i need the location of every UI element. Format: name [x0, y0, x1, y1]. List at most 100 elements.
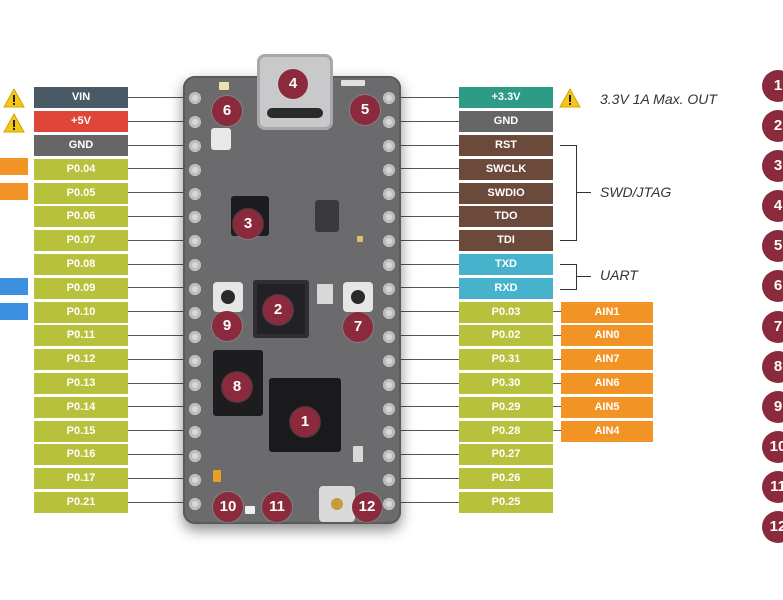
logo-mark	[211, 128, 231, 150]
pin-label-p0-21: P0.21	[34, 492, 128, 513]
pin-label-p0-26: P0.26	[459, 468, 553, 489]
pin-label-tdi: TDI	[459, 230, 553, 251]
leader-line	[128, 311, 190, 313]
leader-line	[394, 120, 459, 122]
pin-label-p0-29: P0.29	[459, 397, 553, 418]
status-led	[341, 80, 365, 86]
leader-line	[128, 477, 190, 479]
leader-line	[128, 192, 190, 194]
analog-leader-line	[553, 311, 561, 313]
legend-number-7: 7	[762, 311, 783, 343]
antenna-connector	[319, 486, 355, 522]
legend-number-5: 5	[762, 230, 783, 262]
reset-button[interactable]	[213, 282, 243, 312]
power-led	[219, 82, 229, 90]
leader-line	[394, 454, 459, 455]
warning-icon	[3, 87, 25, 108]
leader-line	[394, 311, 459, 313]
pin-label-rst: RST	[459, 135, 553, 156]
component-pad	[317, 284, 333, 304]
leader-line	[394, 144, 459, 146]
leader-line	[128, 406, 190, 408]
warning-icon	[559, 87, 581, 108]
leader-line	[128, 144, 190, 146]
board-marker-4: 4	[278, 69, 308, 99]
uart-note: UART	[600, 267, 638, 283]
leader-line	[128, 239, 190, 241]
swd-bracket-tick	[577, 192, 591, 193]
leader-line	[128, 263, 190, 265]
board-marker-5: 5	[350, 95, 380, 125]
board-marker-8: 8	[222, 372, 252, 402]
pin-label-p0-09: P0.09	[34, 278, 128, 299]
board-marker-9: 9	[212, 311, 242, 341]
legend-number-8: 8	[762, 351, 783, 383]
leader-line	[128, 335, 190, 336]
leader-line	[128, 97, 190, 98]
leader-line	[128, 358, 190, 360]
uart-bracket	[560, 264, 577, 290]
leader-line	[394, 168, 459, 170]
boot-button[interactable]	[343, 282, 373, 312]
pin-label-gnd: GND	[459, 111, 553, 132]
pin-label-p0-17: P0.17	[34, 468, 128, 489]
analog-leader-line	[553, 358, 561, 360]
analog-leader-line	[553, 406, 561, 408]
leader-line	[394, 192, 459, 194]
leader-line	[128, 168, 190, 170]
legend-number-12: 12	[762, 511, 783, 543]
leader-line	[394, 239, 459, 241]
pin-label-5v: +5V	[34, 111, 128, 132]
leader-line	[128, 382, 190, 384]
board	[183, 54, 401, 524]
pin-label-p0-31: P0.31	[459, 349, 553, 370]
board-marker-7: 7	[343, 312, 373, 342]
pin-label-p0-11: P0.11	[34, 325, 128, 346]
pin-label-gnd: GND	[34, 135, 128, 156]
leader-line	[394, 430, 459, 432]
pin-label-p0-30: P0.30	[459, 373, 553, 394]
legend-number-1: 1	[762, 70, 783, 102]
board-marker-3: 3	[233, 209, 263, 239]
leader-line	[394, 382, 459, 384]
leader-line	[394, 335, 459, 336]
pin-label-p0-06: P0.06	[34, 206, 128, 227]
edge-tab-blue	[0, 303, 28, 320]
regulator-chip	[315, 200, 339, 232]
legend-number-11: 11	[762, 471, 783, 503]
pin-label-tdo: TDO	[459, 206, 553, 227]
leader-line	[128, 454, 190, 455]
leader-line	[394, 477, 459, 479]
pin-label-p0-15: P0.15	[34, 421, 128, 442]
pin-label-p0-27: P0.27	[459, 444, 553, 465]
analog-label-ain4: AIN4	[561, 421, 653, 442]
board-marker-12: 12	[352, 492, 382, 522]
pin-label-3v3: +3.3V	[459, 87, 553, 108]
pin-label-swclk: SWCLK	[459, 159, 553, 180]
pin-label-rxd: RXD	[459, 278, 553, 299]
board-marker-11: 11	[262, 492, 292, 522]
board-marker-1: 1	[290, 407, 320, 437]
leader-line	[394, 263, 459, 265]
leader-line	[128, 287, 190, 289]
leader-line	[394, 358, 459, 360]
legend-number-3: 3	[762, 150, 783, 182]
pin-label-p0-14: P0.14	[34, 397, 128, 418]
leader-line	[128, 120, 190, 122]
component-dot	[357, 236, 363, 242]
component-pad	[245, 506, 255, 514]
leader-line	[394, 216, 459, 217]
analog-label-ain0: AIN0	[561, 325, 653, 346]
edge-tab-orange	[0, 158, 28, 175]
analog-label-ain1: AIN1	[561, 302, 653, 323]
leader-line	[128, 216, 190, 217]
pin-label-p0-03: P0.03	[459, 302, 553, 323]
board-marker-10: 10	[213, 492, 243, 522]
power-out-note: 3.3V 1A Max. OUT	[600, 91, 717, 107]
legend-number-10: 10	[762, 431, 783, 463]
analog-label-ain7: AIN7	[561, 349, 653, 370]
pin-label-p0-04: P0.04	[34, 159, 128, 180]
edge-tab-blue	[0, 278, 28, 295]
charge-led	[213, 470, 221, 482]
pin-label-p0-16: P0.16	[34, 444, 128, 465]
